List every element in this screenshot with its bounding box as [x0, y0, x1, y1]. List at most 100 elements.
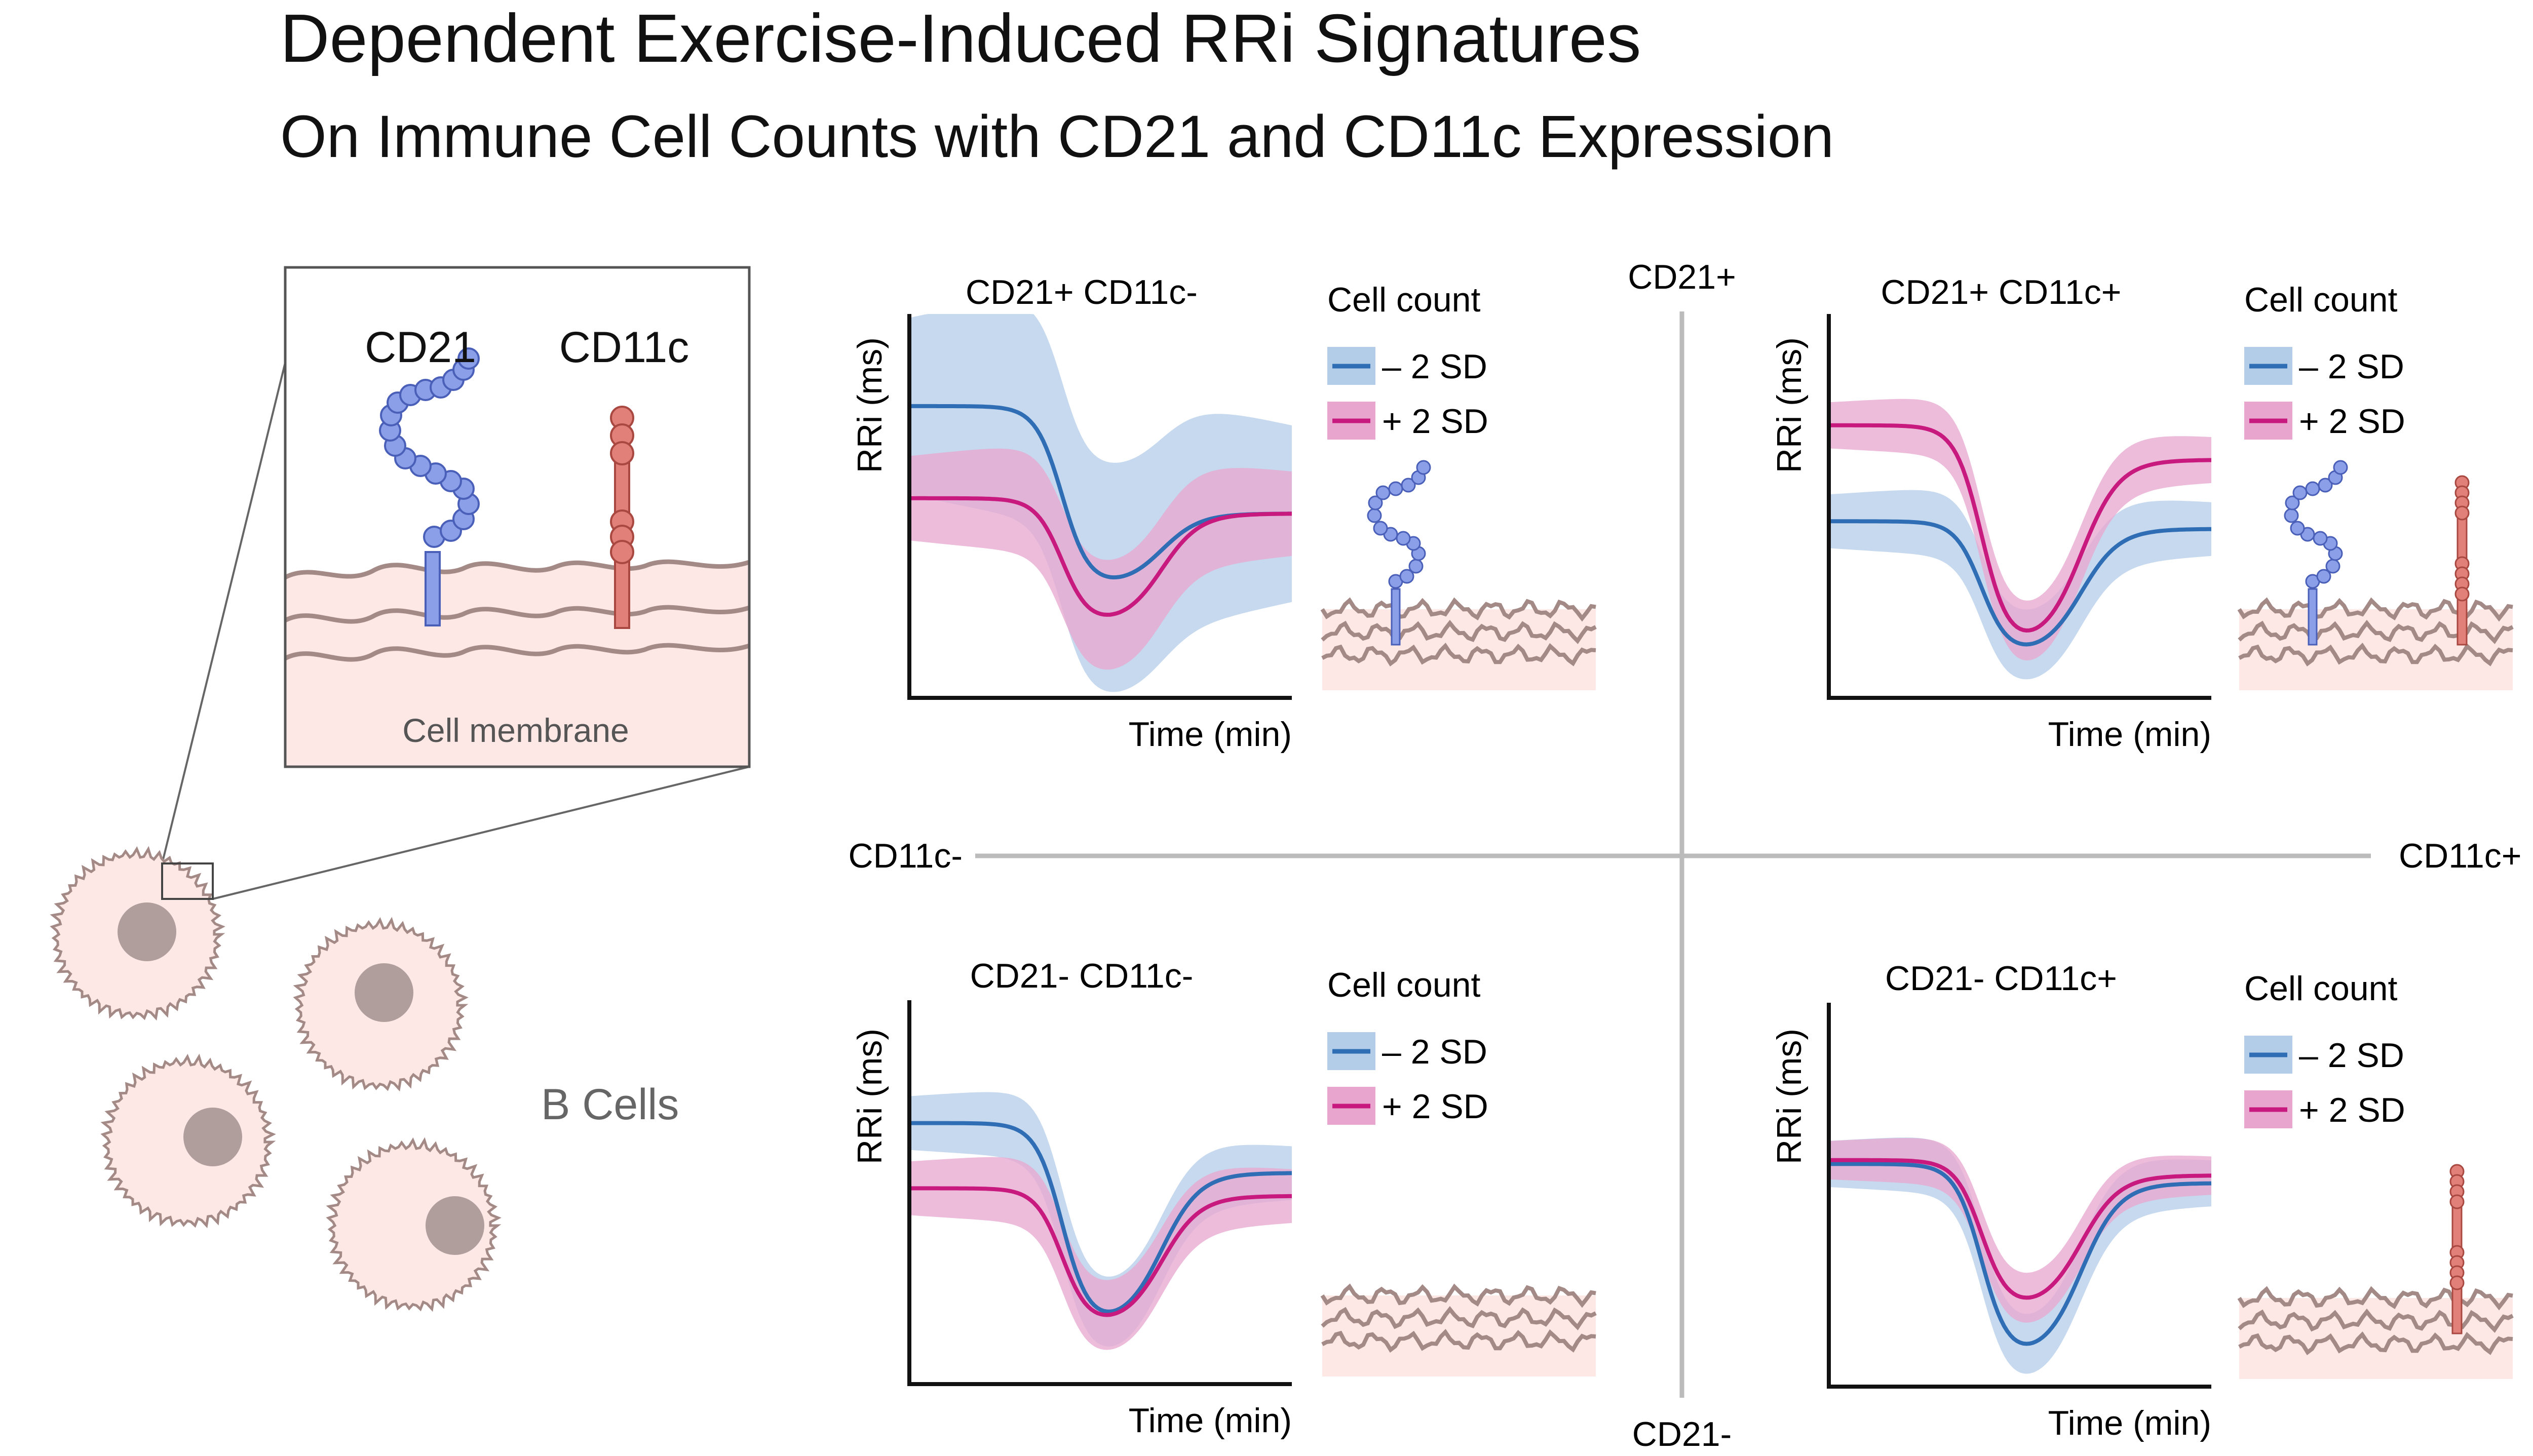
legend-label-plus: + 2 SD	[1382, 402, 1488, 441]
cd11c-receptor	[610, 406, 634, 629]
mini-cd21-bead	[1367, 508, 1382, 523]
b-cell-nucleus	[355, 963, 413, 1022]
membrane-line	[1320, 597, 1596, 622]
membrane-line	[1321, 643, 1596, 667]
cd21-receptor	[379, 347, 480, 626]
zoom-source-box	[161, 862, 214, 900]
b-cell	[326, 1137, 502, 1312]
legend-label-plus: + 2 SD	[2299, 1091, 2405, 1129]
legend-title: Cell count	[2244, 281, 2397, 319]
legend: Cell count – 2 SD + 2 SD	[1327, 281, 1488, 441]
mini-cd21-bead	[1408, 559, 1424, 574]
membrane-line	[2238, 643, 2513, 667]
chart-title: CD21+ CD11c-	[966, 273, 1198, 311]
membrane-line	[2237, 1286, 2513, 1311]
mini-cd21-bead	[2284, 508, 2299, 523]
series-line-plus	[1829, 1158, 2211, 1300]
x-axis-label: Time (min)	[2048, 1404, 2211, 1442]
mini-cd21-bead	[2318, 478, 2333, 493]
membrane-illustration	[1320, 460, 1597, 690]
cd11c-bead	[610, 441, 634, 465]
series-line-plus	[909, 1186, 1292, 1317]
legend-title: Cell count	[2244, 969, 2397, 1008]
y-axis-label: RRi (ms)	[1770, 337, 1809, 473]
mini-cd11c-bead	[2454, 505, 2470, 521]
inset-label-cd11c: CD11c	[559, 323, 689, 372]
legend-title: Cell count	[1327, 281, 1480, 319]
mini-cd21-bead	[1399, 569, 1414, 584]
zoom-line-bottom	[212, 766, 750, 900]
axis-label-top: CD21+	[1628, 258, 1736, 296]
cd21-bead	[457, 347, 480, 370]
chart-panel: CD21+ CD11c-Time (min)RRi (ms)Cell count…	[851, 273, 1597, 754]
membrane-illustration	[1320, 1283, 1597, 1376]
mini-cd21-bead	[1396, 531, 1411, 546]
legend-label-plus: + 2 SD	[2299, 402, 2405, 441]
b-cells-label: B Cells	[541, 1080, 679, 1129]
b-cell-nucleus	[426, 1196, 484, 1255]
membrane-line	[2238, 1308, 2514, 1333]
mini-cd21-bead	[1388, 481, 1403, 496]
series-line-plus	[1829, 423, 2211, 633]
mini-cd21-stalk	[1391, 588, 1401, 646]
chart-panel: CD21- CD11c+ Time (min) RRi (ms) Cell count…	[1770, 959, 2514, 1442]
figure-subtitle: On Immune Cell Counts with CD21 and CD11…	[280, 103, 1834, 170]
inset-label-cd21: CD21	[365, 323, 476, 372]
legend: Cell count– 2 SD+ 2 SD	[2244, 281, 2405, 441]
b-cells-illustration	[50, 846, 502, 1312]
legend-label-minus: – 2 SD	[1382, 1033, 1487, 1071]
chart-title: CD21- CD11c+	[1885, 959, 2117, 998]
confidence-band-minus	[1829, 490, 2211, 680]
zoom-line-top	[161, 362, 286, 864]
membrane-line	[1321, 619, 1597, 644]
figure-title: Dependent Exercise-Induced RRi Signature…	[280, 0, 1641, 76]
chart-axes	[1827, 314, 2211, 700]
membrane-label: Cell membrane	[402, 712, 629, 749]
confidence-band-plus	[1829, 1138, 2211, 1323]
y-axis-label: RRi (ms)	[851, 337, 889, 473]
legend: Cell count – 2 SD + 2 SD	[2244, 969, 2405, 1129]
b-cell-nucleus	[183, 1108, 242, 1166]
confidence-band-plus	[909, 448, 1292, 670]
x-axis-label: Time (min)	[1129, 1401, 1292, 1440]
mini-cd21-bead	[1373, 521, 1388, 536]
inset-frame	[284, 266, 751, 768]
legend-label-minus: – 2 SD	[2299, 1036, 2404, 1075]
mini-cd21-bead	[2305, 481, 2320, 496]
confidence-band-minus	[909, 1092, 1292, 1347]
mini-cd21-bead	[1416, 460, 1431, 475]
mini-cd21-bead	[2292, 485, 2308, 500]
mini-cd21-bead	[1368, 495, 1383, 510]
series-line-minus	[909, 1121, 1292, 1314]
legend-label-plus: + 2 SD	[1382, 1087, 1488, 1126]
chart-panel: CD21+ CD11c+ Time (min) RRi (ms) Cell count…	[1770, 273, 2514, 754]
membrane-line	[2238, 1331, 2513, 1356]
mini-cd21-bead	[2285, 495, 2300, 510]
legend-title: Cell count	[1327, 966, 1480, 1004]
y-axis-label: RRi (ms)	[851, 1029, 889, 1164]
y-axis-label: RRi (ms)	[1770, 1029, 1809, 1164]
axis-label-bottom: CD21-	[1632, 1415, 1732, 1453]
membrane-illustration	[2237, 1164, 2514, 1379]
mini-cd21-bead	[2290, 521, 2305, 536]
mini-cd11c-bead	[2449, 1275, 2465, 1290]
membrane-illustration	[2237, 460, 2514, 690]
x-axis-label: Time (min)	[2048, 715, 2211, 754]
chart-axes	[1827, 1003, 2211, 1389]
series-line-plus	[909, 496, 1292, 617]
membrane-line	[1321, 1306, 1597, 1330]
chart-axes	[907, 314, 1292, 700]
series-line-minus	[1829, 1162, 2212, 1346]
mini-cd21-stalk	[2308, 588, 2318, 646]
confidence-band-plus	[1829, 399, 2211, 661]
mini-cd11c-bead	[2449, 1194, 2465, 1209]
axis-label-right: CD11c+	[2399, 837, 2522, 875]
chart-axes	[907, 1000, 1292, 1386]
chart-title: CD21+ CD11c+	[1881, 273, 2122, 311]
quadrant-axes: CD21+ CD21- CD11c- CD11c+	[849, 258, 2522, 1453]
series-line-minus	[1829, 519, 2211, 647]
legend-label-minus: – 2 SD	[1382, 347, 1487, 386]
axis-label-left: CD11c-	[849, 837, 963, 875]
b-cell-nucleus	[118, 902, 176, 961]
